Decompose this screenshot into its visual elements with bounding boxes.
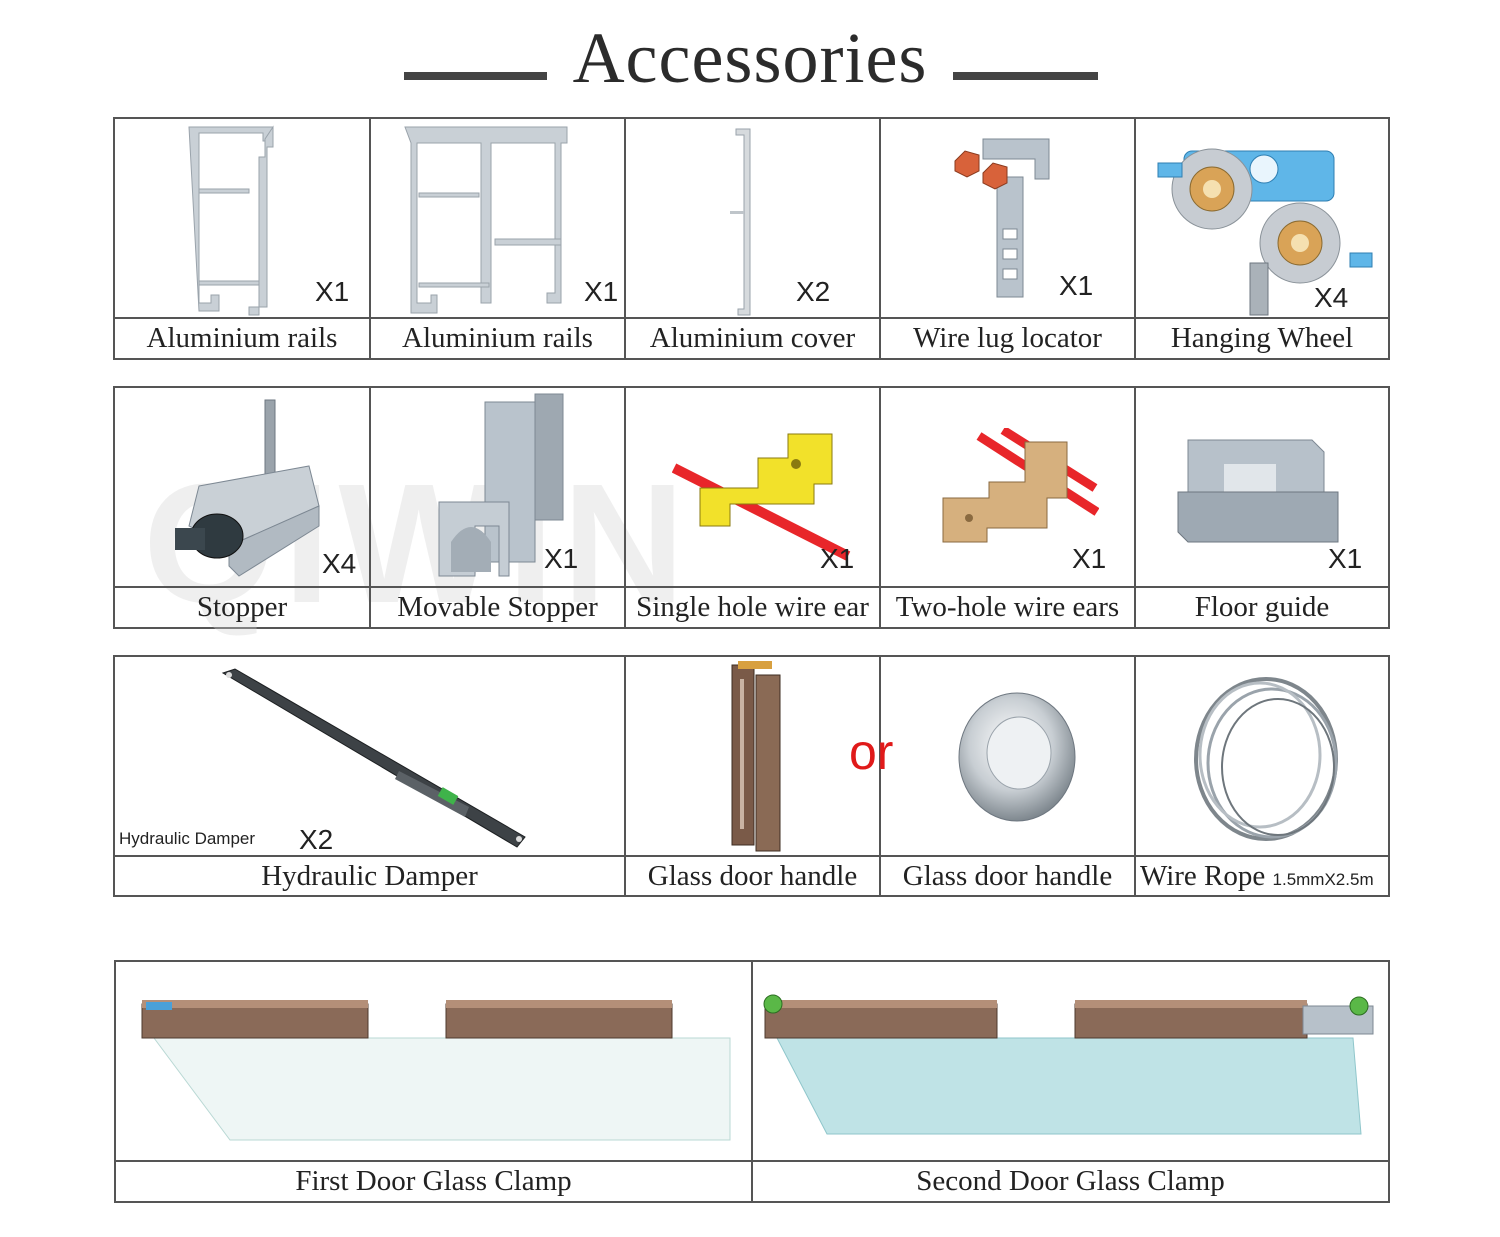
page-title: Accessories xyxy=(572,18,928,98)
quantity-label: X1 xyxy=(544,543,579,574)
wire-lug-locator-icon xyxy=(954,138,1050,298)
accessory-label: Stopper xyxy=(115,586,369,627)
aluminium-double-rail-profile-icon xyxy=(404,126,568,314)
accessory-label: Movable Stopper xyxy=(371,586,624,627)
accessory-cell: Glass door handle xyxy=(626,657,881,895)
accessory-label: Two-hole wire ears xyxy=(881,586,1134,627)
wire-rope-spec: 1.5mmX2.5m xyxy=(1272,870,1374,889)
accessory-label: Hydraulic Damper xyxy=(115,855,624,895)
accessory-row-3: Hydraulic Damper X2 Hydraulic Damper Gla… xyxy=(113,655,1390,897)
accessory-label: First Door Glass Clamp xyxy=(116,1160,751,1201)
quantity-label: X1 xyxy=(584,276,619,307)
accessory-cell: X1 Movable Stopper xyxy=(371,388,626,627)
accessory-cell: X1 Two-hole wire ears xyxy=(881,388,1136,627)
hanging-wheel-icon xyxy=(1157,148,1373,316)
accessory-cell: X4 Hanging Wheel xyxy=(1136,119,1388,358)
stopper-icon xyxy=(175,399,320,577)
accessory-label: Second Door Glass Clamp xyxy=(753,1160,1388,1201)
accessory-label: Single hole wire ear xyxy=(626,586,879,627)
accessory-cell: X2 Aluminium cover xyxy=(626,119,881,358)
damper-caption: Hydraulic Damper xyxy=(119,829,256,848)
quantity-label: X2 xyxy=(299,824,334,855)
accessory-cell: X4 Stopper xyxy=(115,388,371,627)
bar-handle-icon xyxy=(731,661,781,852)
accessory-cell: X1 Wire lug locator xyxy=(881,119,1136,358)
accessory-cell: Hydraulic Damper X2 Hydraulic Damper xyxy=(115,657,626,895)
accessory-cell: X1 Aluminium rails xyxy=(371,119,626,358)
wire-rope-coil-icon xyxy=(1194,677,1338,841)
or-separator: or xyxy=(849,724,894,780)
accessory-label: Aluminium rails xyxy=(371,317,624,358)
aluminium-rail-profile-icon xyxy=(188,125,274,316)
accessory-label: Aluminium rails xyxy=(115,317,369,358)
title-right-rule xyxy=(953,72,1098,80)
quantity-label: X2 xyxy=(796,276,831,307)
accessory-label: Aluminium cover xyxy=(626,317,879,358)
accessory-row-1: X1 Aluminium rails X1 Aluminium rails X2… xyxy=(113,117,1390,360)
page-header: Accessories xyxy=(0,18,1500,98)
accessory-label: Wire Rope 1.5mmX2.5m xyxy=(1136,855,1388,895)
floor-guide-icon xyxy=(1177,439,1339,543)
accessory-row-4: First Door Glass Clamp Second Door Glass… xyxy=(114,960,1390,1203)
single-hole-wire-ear-icon xyxy=(672,433,851,561)
movable-stopper-icon xyxy=(438,393,564,577)
quantity-label: X1 xyxy=(1072,543,1107,574)
second-door-glass-clamp-icon xyxy=(763,994,1374,1135)
two-hole-wire-ears-icon xyxy=(942,428,1099,543)
accessory-label: Glass door handle xyxy=(881,855,1134,895)
title-left-rule xyxy=(404,72,547,80)
accessory-cell: Wire Rope 1.5mmX2.5m xyxy=(1136,657,1388,895)
accessory-label: Floor guide xyxy=(1136,586,1388,627)
quantity-label: X1 xyxy=(315,276,350,307)
accessory-label: Glass door handle xyxy=(626,855,879,895)
round-knob-handle-icon xyxy=(958,692,1076,822)
quantity-label: X4 xyxy=(322,548,357,579)
accessory-cell: X1 Aluminium rails xyxy=(115,119,371,358)
accessory-cell: Second Door Glass Clamp xyxy=(753,962,1388,1201)
accessory-cell: X1 Single hole wire ear xyxy=(626,388,881,627)
wire-rope-label: Wire Rope xyxy=(1140,860,1266,892)
accessory-cell: or Glass door handle xyxy=(849,657,1136,895)
accessory-cell: First Door Glass Clamp xyxy=(116,962,753,1201)
hydraulic-damper-icon xyxy=(221,668,526,848)
accessory-label: Wire lug locator xyxy=(881,317,1134,358)
quantity-label: X1 xyxy=(1328,543,1363,574)
first-door-glass-clamp-icon xyxy=(141,1000,731,1141)
aluminium-cover-icon xyxy=(730,128,751,316)
accessory-row-2: QIWIN X4 Stopper X1 Movable Stopper X1 xyxy=(113,386,1390,639)
quantity-label: X1 xyxy=(820,543,855,574)
accessory-label: Hanging Wheel xyxy=(1136,317,1388,358)
quantity-label: X4 xyxy=(1314,282,1349,313)
quantity-label: X1 xyxy=(1059,270,1094,301)
accessory-cell: X1 Floor guide xyxy=(1136,388,1388,627)
